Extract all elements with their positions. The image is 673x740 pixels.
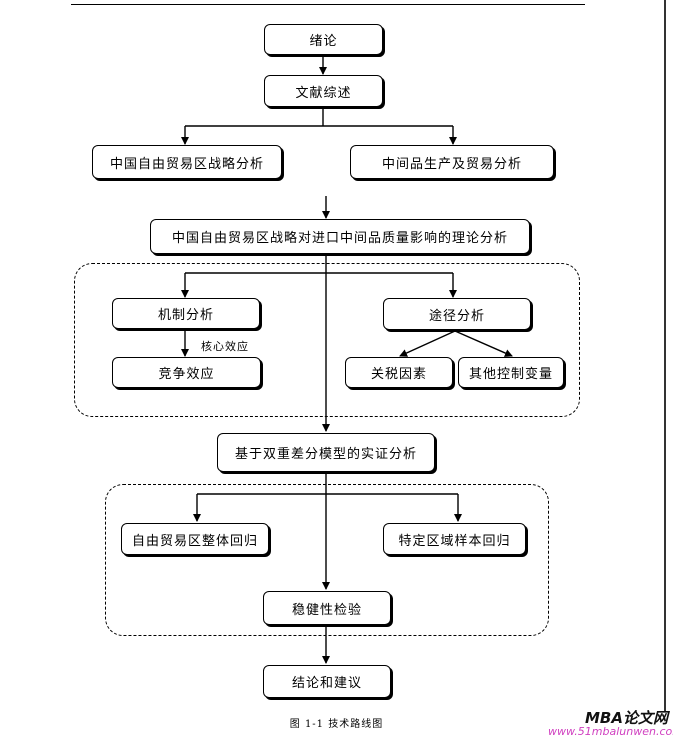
- figure-caption: 图 1-1 技术路线图: [289, 719, 384, 730]
- node-theory: 中国自由贸易区战略对进口中间品质量影响的理论分析: [150, 219, 530, 254]
- node-literature: 文献综述: [264, 75, 383, 107]
- analysis-group-region: [74, 263, 580, 417]
- arrow-pathway-to-tariff: [399, 330, 456, 357]
- node-region-sample: 特定区域样本回归: [383, 523, 526, 555]
- page-top-rule: [71, 4, 585, 5]
- arrow-pathway-to-other: [454, 330, 513, 357]
- node-did: 基于双重差分模型的实证分析: [217, 433, 435, 472]
- node-competition: 竞争效应: [112, 357, 261, 388]
- node-ftz-overall: 自由贸易区整体回归: [121, 523, 269, 555]
- page-right-rule: [664, 0, 666, 712]
- node-tariff: 关税因素: [345, 357, 453, 388]
- node-ftz-strategy: 中国自由贸易区战略分析: [92, 145, 282, 179]
- node-pathway: 途径分析: [383, 298, 531, 330]
- node-mechanism: 机制分析: [112, 298, 260, 329]
- watermark-url: www.51mbalunwen.com: [548, 725, 673, 738]
- node-intro: 绪论: [264, 24, 383, 55]
- node-conclusion: 结论和建议: [263, 665, 391, 698]
- node-other-controls: 其他控制变量: [458, 357, 564, 388]
- watermark-title: MBA论文网: [585, 709, 668, 727]
- edge-label-core-effect: 核心效应: [201, 340, 249, 353]
- node-intermediate-trade: 中间品生产及贸易分析: [350, 145, 554, 179]
- node-robustness: 稳健性检验: [263, 591, 391, 625]
- regression-group-region: [105, 484, 549, 636]
